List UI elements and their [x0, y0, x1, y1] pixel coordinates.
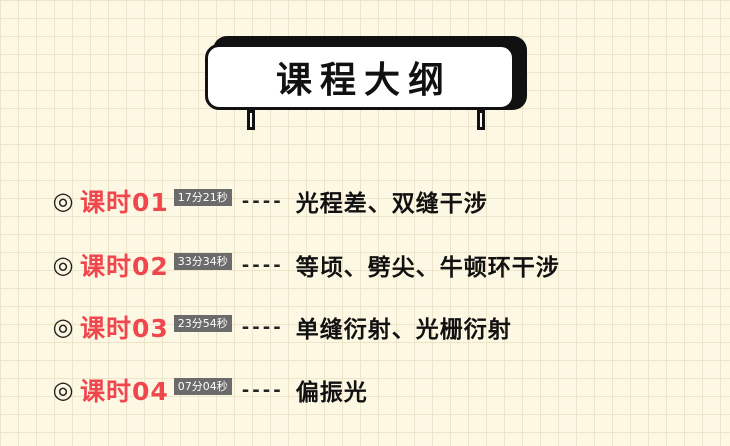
lesson-dash-separator: ----: [241, 254, 284, 276]
bullet-circle-icon: ◎: [52, 376, 74, 404]
title-sign-left-leg: [247, 110, 255, 130]
lesson-item-3: ◎ 课时03 23分54秒 ---- 单缝衍射、光栅衍射: [48, 309, 512, 345]
bullet-circle-icon: ◎: [52, 187, 74, 215]
lesson-topic: 偏振光: [295, 380, 368, 406]
lesson-duration-badge: 07分04秒: [173, 377, 232, 395]
lesson-item-2: ◎ 课时02 33分34秒 ---- 等顷、劈尖、牛顿环干涉: [48, 247, 560, 283]
lesson-label: 课时02: [80, 252, 169, 281]
lesson-dash-separator: ----: [241, 316, 284, 338]
lesson-topic: 单缝衍射、光栅衍射: [295, 317, 512, 343]
lesson-duration-badge: 33分34秒: [173, 252, 232, 270]
page-title: 课程大纲: [275, 60, 452, 101]
lesson-topic: 等顷、劈尖、牛顿环干涉: [295, 255, 560, 281]
lesson-label: 课时04: [80, 377, 169, 406]
lesson-duration-badge: 17分21秒: [173, 188, 232, 206]
lesson-item-1: ◎ 课时01 17分21秒 ---- 光程差、双缝干涉: [48, 183, 488, 219]
lesson-label: 课时03: [80, 314, 169, 343]
title-sign-right-leg: [477, 110, 485, 130]
lesson-duration-badge: 23分54秒: [173, 314, 232, 332]
bullet-circle-icon: ◎: [52, 313, 74, 341]
lesson-topic: 光程差、双缝干涉: [295, 191, 488, 217]
title-sign-board: 课程大纲: [205, 44, 515, 110]
bullet-circle-icon: ◎: [52, 251, 74, 279]
lesson-dash-separator: ----: [241, 190, 284, 212]
lesson-item-4: ◎ 课时04 07分04秒 ---- 偏振光: [48, 372, 368, 408]
lesson-dash-separator: ----: [241, 379, 284, 401]
title-sign: 课程大纲: [205, 36, 531, 136]
lesson-label: 课时01: [80, 188, 169, 217]
